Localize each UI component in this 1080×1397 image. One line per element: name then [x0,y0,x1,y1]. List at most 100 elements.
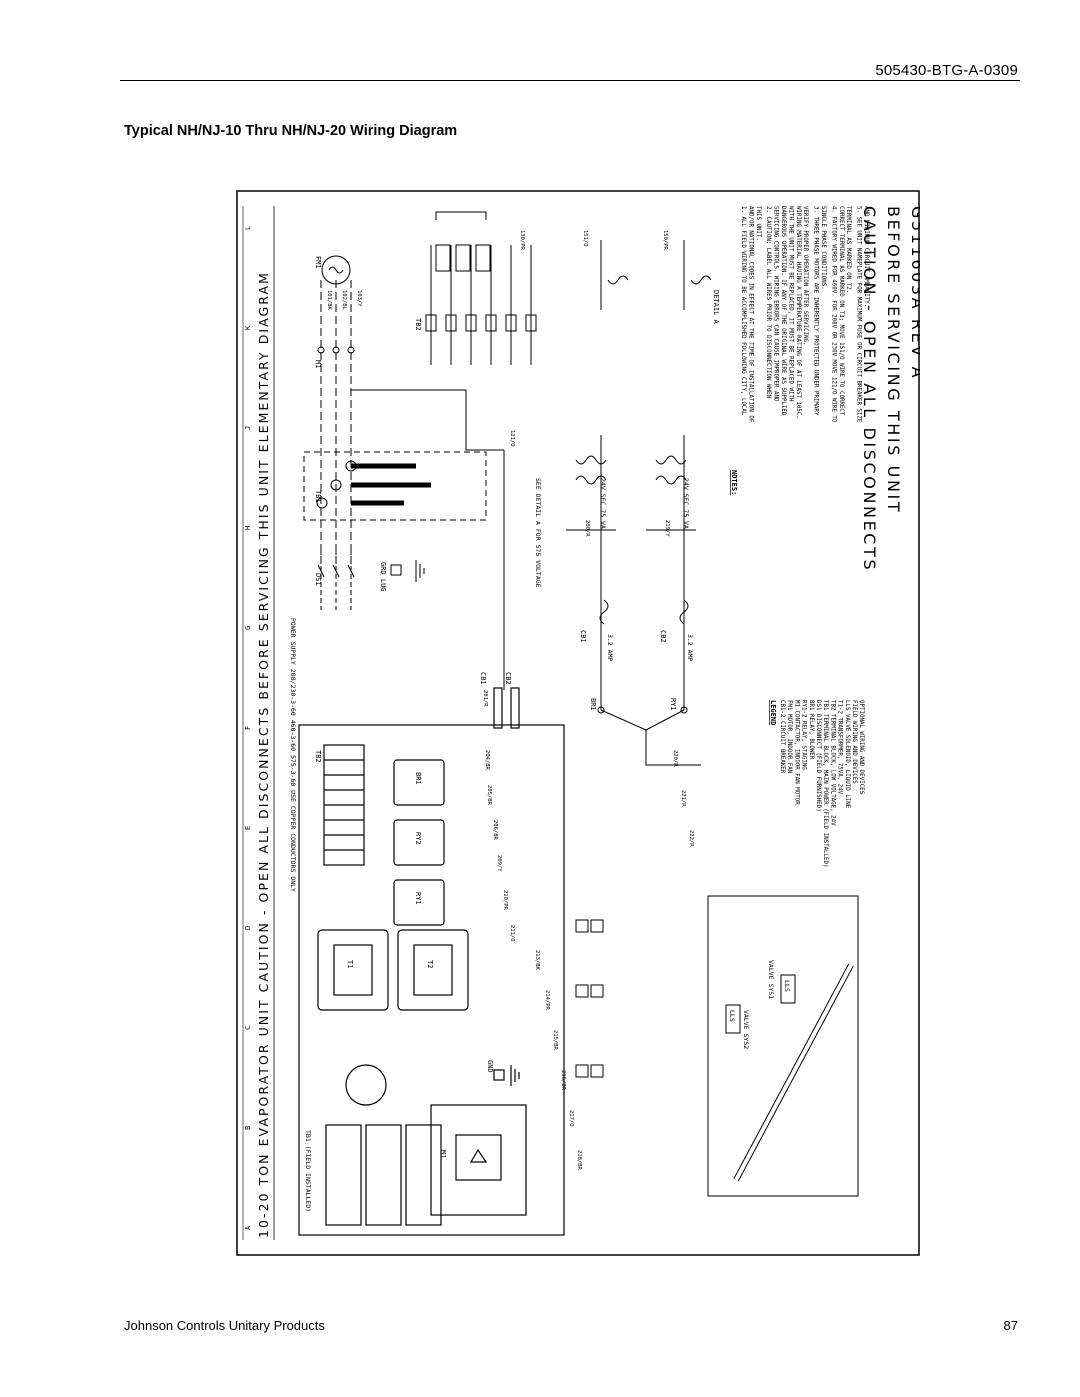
wire-label: 216/BR [560,1070,566,1091]
wire-label: 221/R [680,790,686,807]
wire-label: 217/O [568,1110,574,1127]
wire-label: 102/BL [341,290,347,311]
wire-label: 204/BR [484,750,490,771]
panel-gnd-label: GND [486,1060,494,1073]
wire-label: 130/PR [519,230,525,251]
grid-letter: D [244,926,252,930]
note-line: 3. THREE PHASE MOTORS ARE INHERENTLY PRO… [813,206,819,416]
m1-label: M1 [314,360,322,368]
valve-sys1-label: VALVE SYS1 [767,960,775,999]
wire-label: 215/BR [552,1030,558,1051]
see-detail-label: SEE DETAIL A FOR 575 VOLTAGE [534,478,542,588]
cb2-label: CB2 [659,630,667,643]
legend-item: LLS VALVE SOLENOID, LIQUID LINE [844,700,850,809]
grid-letter: A [244,1225,252,1230]
wire-label: 150/PR [662,230,668,251]
ry1-label: RY1 [669,698,677,711]
note-line: TERMINAL AS MARKED ON T2. [845,206,851,293]
wire-label: 121/O [509,430,515,447]
panel-ry2-label: RY2 [414,832,422,845]
legend-item: RY1-2 RELAY, STAGING [801,700,807,770]
grid-letter: K [244,325,252,330]
lls-label-2: LLS [783,980,791,992]
amp-label-2: 3.2 AMP [686,634,694,661]
transformer-section [566,240,712,766]
panel-ry1-label: RY1 [414,892,422,905]
wire-label: 210/PR [502,890,508,911]
wire-label: 209/Y [496,855,502,872]
legend-item: CB1-2 CIRCUIT BREAKER [779,700,785,774]
ds1-label: DS1 [314,573,322,586]
legend-item: M1 CONTACTOR, INDOOR FAN MOTOR [793,700,799,805]
legend-item: OPTIONAL WIRING AND DEVICES [858,700,864,795]
power-section [303,255,505,690]
wire-label: 219/Y [664,520,670,537]
note-line: DANGEROUS OPERATION. IF ANY OF THE ORIGI… [780,206,786,416]
note-line: THIS UNIT. [755,206,761,241]
panel-layout [298,687,565,1236]
panel-t2-label: T2 [426,960,434,968]
panel-t1-label: T1 [346,960,354,968]
panel-br1-label: BR1 [414,772,422,785]
wire-label: 206/BR [492,820,498,841]
wire-label: 205/BR [486,785,492,806]
valve-sys2-label: VALVE SYS2 [742,1010,750,1049]
grid-letter: J [244,426,252,430]
valve-detail [707,895,859,1197]
tb2-label: TB2 [414,318,422,331]
tb1-field-label: TB1 (FIELD INSTALLED) [304,1130,312,1212]
wire-label: 101/BK [326,290,332,311]
footer-page-number: 87 [1003,1318,1018,1333]
note-line: CORRECT TERMINAL AS MARKED ON T1; MOVE 1… [838,206,844,416]
note-line: AND MINIMUM CIRCUIT AMPACITY. [863,206,869,307]
wire-label: 218/BR [576,1150,582,1171]
legend-item: FM1 MOTOR, INDOOR FAN [786,700,792,774]
notes-title: NOTES: [730,470,738,495]
panel-tb2-label: TB2 [314,750,322,763]
grid-letter: G [244,626,252,630]
grid-letters: A B C D E F G H J K L [244,226,252,1230]
panel-m1-label: M1 [439,1150,447,1158]
note-line: 2. CAUTION: LABEL ALL WIRES PRIOR TO DIS… [765,206,771,398]
relay-terminals [575,919,604,1078]
power-supply-label: POWER SUPPLY 208/230-3-60 460-3-60 575-3… [289,618,297,892]
notes-list: 1. ALL FIELD WIRING TO BE ACCOMPLISHED F… [740,206,869,423]
panel-cb2-label: CB2 [504,672,512,685]
wire-label: 103/Y [356,290,362,307]
grid-letter: L [244,226,252,230]
grd-lug-label: GRD LUG [379,562,387,592]
document-number: 505430-BTG-A-0309 [875,62,1018,79]
secondary-label-2: 24V SEC 75 VA [682,478,690,529]
grid-letter: E [244,826,252,830]
wire-label: 151/O [582,230,588,247]
part-number: G511603A REV A [908,206,920,380]
caution-line-2: BEFORE SERVICING THIS UNIT [884,206,903,514]
amp-label-1: 3.2 AMP [606,634,614,661]
grid-letter: C [244,1026,252,1030]
cb1-label: CB1 [579,630,587,643]
fm1-label: FM1 [314,256,322,269]
caution-line-1: CAUTION - OPEN ALL DISCONNECTS [860,206,879,572]
note-line: 4. FACTORY WIRED FOR 460V. FOR 208V OR 2… [830,206,836,423]
grid-letter: F [244,726,252,730]
note-line: 1. ALL FIELD WIRING TO BE ACCOMPLISHED F… [740,206,746,416]
legend-item: TB1 TERMINAL BLOCK, MAIN POWER (FIELD IN… [822,700,828,868]
wire-labels: 101/BK 102/BL 103/Y 121/O 130/PR 151/O 150/PR 2… [326,230,694,1171]
note-line: SINGLE PHASE CONDITIONS. [820,206,826,290]
tb2-section [425,211,537,365]
note-line: VERIFY PROPER OPERATION AFTER SERVICING. [802,206,808,346]
header-rule [120,80,1020,81]
note-line: AND/OR NATIONAL CODES IN EFFECT AT THE T… [747,206,753,423]
wire-label: 222/R [688,830,694,847]
lls-label-1: LLS [728,1010,736,1022]
note-line: SERVICING CONTROLS. WIRING ERRORS CAN CA… [773,206,779,402]
diagram-banner: 10-20 TON EVAPORATOR UNIT CAUTION - OPEN… [256,271,271,1238]
footer-company: Johnson Controls Unitary Products [124,1318,325,1333]
grid-letter: H [244,526,252,530]
wire-label: 201/R [482,690,488,707]
grid-letter: B [244,1126,252,1130]
wire-label: 211/O [509,925,515,942]
note-line: 5. SEE UNIT NAMEPLATE FOR MAXIMUM FUSE O… [856,206,862,423]
legend-item: TB2 TERMINAL BLOCK, LOW VOLTAGE, 24V [829,700,835,826]
note-line: WIRING MATERIAL HAVING A TEMPERATURE RAT… [795,206,801,419]
